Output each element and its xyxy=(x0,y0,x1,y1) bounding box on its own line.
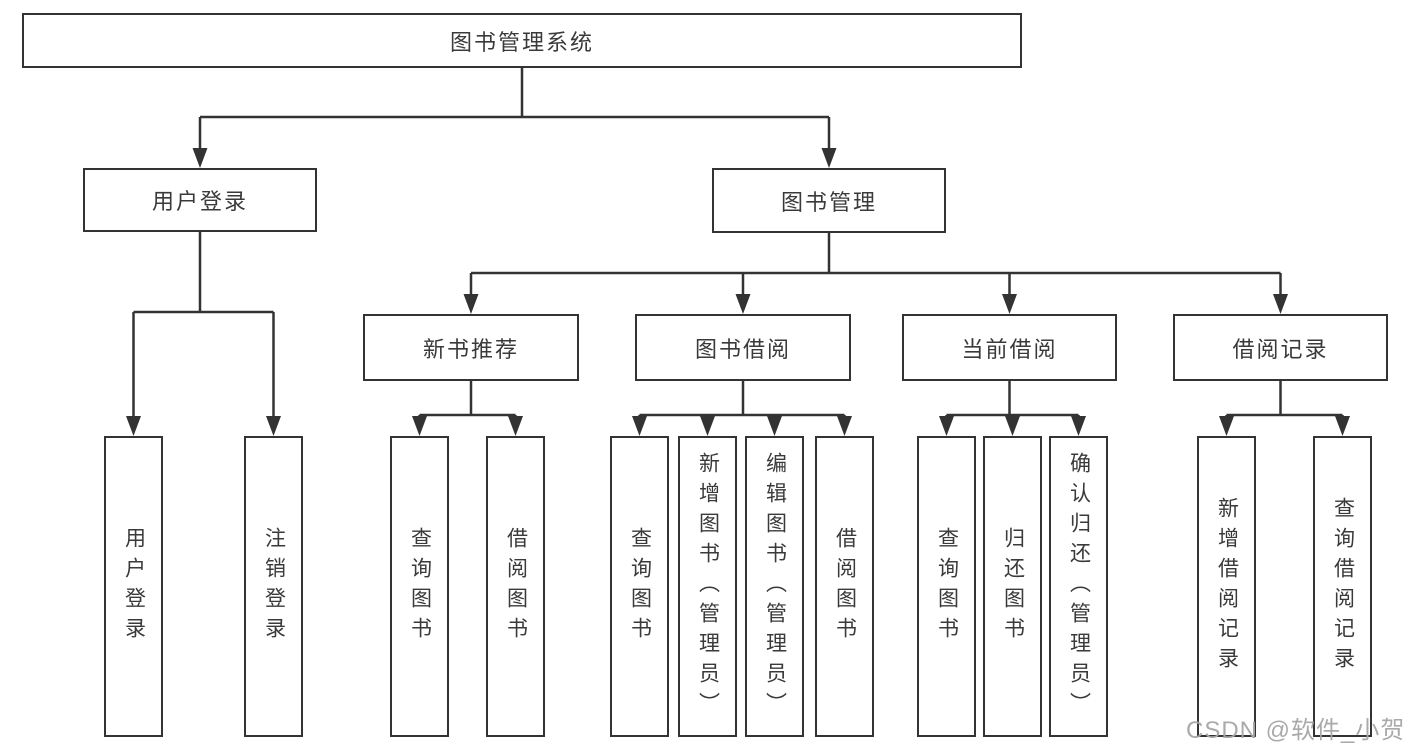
leaf-cb-return-books-label: 归还图书 xyxy=(1001,526,1025,647)
arrowhead-nb-query xyxy=(412,416,427,436)
arrowhead-br-query xyxy=(1335,416,1350,436)
leaf-cb-query-books-label: 查询图书 xyxy=(935,526,959,647)
csdn-watermark: CSDN @软件_小贺同学 xyxy=(1186,717,1405,744)
leaf-bb-query-books: 查询图书 xyxy=(610,436,669,737)
leaf-logout-label: 注销登录 xyxy=(262,526,286,647)
arrowhead-leaf-user-login xyxy=(126,416,141,436)
node-current-borrowing: 当前借阅 xyxy=(902,314,1117,381)
arrowhead-br-add xyxy=(1219,416,1234,436)
leaf-br-add-record: 新增借阅记录 xyxy=(1197,436,1256,737)
arrowhead-leaf-logout xyxy=(266,416,281,436)
node-book-management: 图书管理 xyxy=(712,168,946,233)
node-new-book-recommend: 新书推荐 xyxy=(363,314,579,381)
leaf-nb-borrow-books: 借阅图书 xyxy=(486,436,545,737)
leaf-cb-query-books: 查询图书 xyxy=(917,436,976,737)
node-book-borrowing-label: 图书借阅 xyxy=(694,336,791,362)
arrowhead-cb-return xyxy=(1005,416,1020,436)
leaf-user-login: 用户登录 xyxy=(104,436,163,737)
leaf-nb-borrow-books-label: 借阅图书 xyxy=(504,526,528,647)
leaf-cb-confirm-return-admin-label: 确认归还（管理员） xyxy=(1067,451,1091,722)
leaf-br-query-record: 查询借阅记录 xyxy=(1313,436,1372,737)
leaf-user-login-label: 用户登录 xyxy=(122,526,146,647)
arrowhead-user-login xyxy=(192,148,208,168)
arrowhead-bb-borrow xyxy=(837,416,852,436)
arrowhead-book-mgmt xyxy=(821,148,837,168)
leaf-br-query-record-label: 查询借阅记录 xyxy=(1331,496,1355,677)
node-user-login-label: 用户登录 xyxy=(151,189,248,214)
arrowhead-bb-add xyxy=(700,416,715,436)
arrowhead-cb-confirm xyxy=(1071,416,1086,436)
node-book-management-label: 图书管理 xyxy=(780,189,877,215)
leaf-bb-query-books-label: 查询图书 xyxy=(628,526,652,647)
arrowhead-new-books xyxy=(463,294,479,314)
leaf-logout: 注销登录 xyxy=(244,436,303,737)
leaf-bb-borrow-books-label: 借阅图书 xyxy=(833,526,857,647)
arrowhead-book-borrow xyxy=(735,294,751,314)
leaf-bb-borrow-books: 借阅图书 xyxy=(815,436,874,737)
node-new-book-recommend-label: 新书推荐 xyxy=(422,336,519,362)
node-book-borrowing: 图书借阅 xyxy=(635,314,851,381)
leaf-bb-edit-books-admin-label: 编辑图书（管理员） xyxy=(763,451,787,722)
connector-user-login-children xyxy=(132,232,275,418)
arrowhead-nb-borrow xyxy=(508,416,523,436)
node-root-system-label: 图书管理系统 xyxy=(449,29,594,55)
node-borrowing-records-label: 借阅记录 xyxy=(1232,336,1329,362)
arrowhead-bb-query xyxy=(632,416,647,436)
connector-new-books-children xyxy=(418,381,517,420)
leaf-nb-query-books: 查询图书 xyxy=(390,436,449,737)
connector-book-mgmt-to-level3 xyxy=(469,233,1282,296)
arrowhead-current-borrow xyxy=(1002,294,1017,314)
leaf-nb-query-books-label: 查询图书 xyxy=(408,526,432,647)
leaf-cb-return-books: 归还图书 xyxy=(983,436,1042,737)
node-user-login: 用户登录 xyxy=(83,168,317,232)
leaf-bb-add-books-admin: 新增图书（管理员） xyxy=(678,436,737,737)
connector-borrow-records-children xyxy=(1225,381,1344,420)
leaf-bb-edit-books-admin: 编辑图书（管理员） xyxy=(745,436,804,737)
node-current-borrowing-label: 当前借阅 xyxy=(961,336,1058,362)
connector-root-to-level2 xyxy=(198,68,831,150)
connector-book-borrow-children xyxy=(638,381,846,420)
connector-current-borrow-children xyxy=(945,381,1080,420)
leaf-br-add-record-label: 新增借阅记录 xyxy=(1215,496,1239,677)
arrowhead-cb-query xyxy=(939,416,954,436)
node-root-system: 图书管理系统 xyxy=(22,13,1022,68)
leaf-bb-add-books-admin-label: 新增图书（管理员） xyxy=(696,451,720,722)
leaf-cb-confirm-return-admin: 确认归还（管理员） xyxy=(1049,436,1108,737)
arrowhead-bb-edit xyxy=(767,416,782,436)
node-borrowing-records: 借阅记录 xyxy=(1173,314,1388,381)
arrowhead-borrow-records xyxy=(1273,294,1288,314)
